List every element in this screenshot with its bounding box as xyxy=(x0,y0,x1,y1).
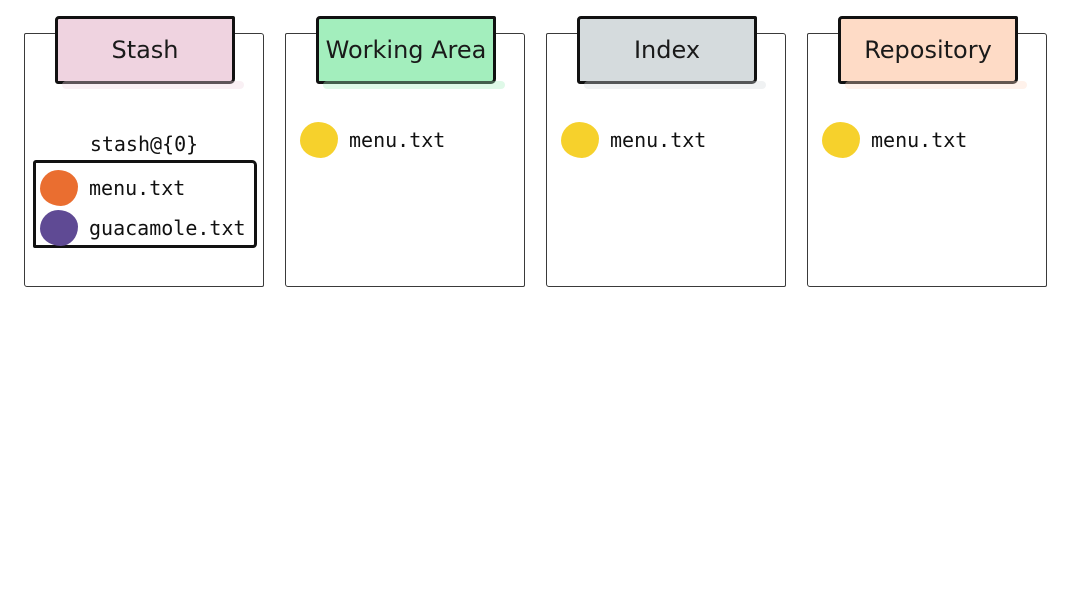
index-panel: Index menu.txt xyxy=(546,16,786,287)
file-name: menu.txt xyxy=(871,128,968,152)
working-area-title: Working Area xyxy=(325,36,487,64)
repository-tab: Repository xyxy=(838,16,1027,89)
index-file-menu: menu.txt xyxy=(561,122,706,158)
file-name: menu.txt xyxy=(349,128,446,152)
file-name: menu.txt xyxy=(89,176,186,200)
repository-file-menu: menu.txt xyxy=(822,122,967,158)
file-name: guacamole.txt xyxy=(89,216,246,240)
stash-file-menu: menu.txt xyxy=(40,170,185,206)
file-blob-icon xyxy=(40,170,78,206)
stash-title: Stash xyxy=(111,36,179,64)
stash-entry-label: stash@{0} xyxy=(89,132,199,156)
working-area-tab: Working Area xyxy=(316,16,505,89)
index-tab: Index xyxy=(577,16,766,89)
file-blob-icon xyxy=(300,122,338,158)
working-area-panel: Working Area menu.txt xyxy=(285,16,525,287)
file-name: menu.txt xyxy=(610,128,707,152)
repository-title: Repository xyxy=(864,36,992,64)
stash-panel: Stash stash@{0} menu.txt guacamole.txt xyxy=(24,16,264,287)
working-area-file-menu: menu.txt xyxy=(300,122,445,158)
file-blob-icon xyxy=(40,210,78,246)
repository-panel: Repository menu.txt xyxy=(807,16,1047,287)
file-blob-icon xyxy=(822,122,860,158)
stash-file-guacamole: guacamole.txt xyxy=(40,210,246,246)
file-blob-icon xyxy=(561,122,599,158)
stash-entry-box: menu.txt guacamole.txt xyxy=(33,160,257,248)
index-title: Index xyxy=(633,36,701,64)
stash-tab: Stash xyxy=(55,16,244,89)
